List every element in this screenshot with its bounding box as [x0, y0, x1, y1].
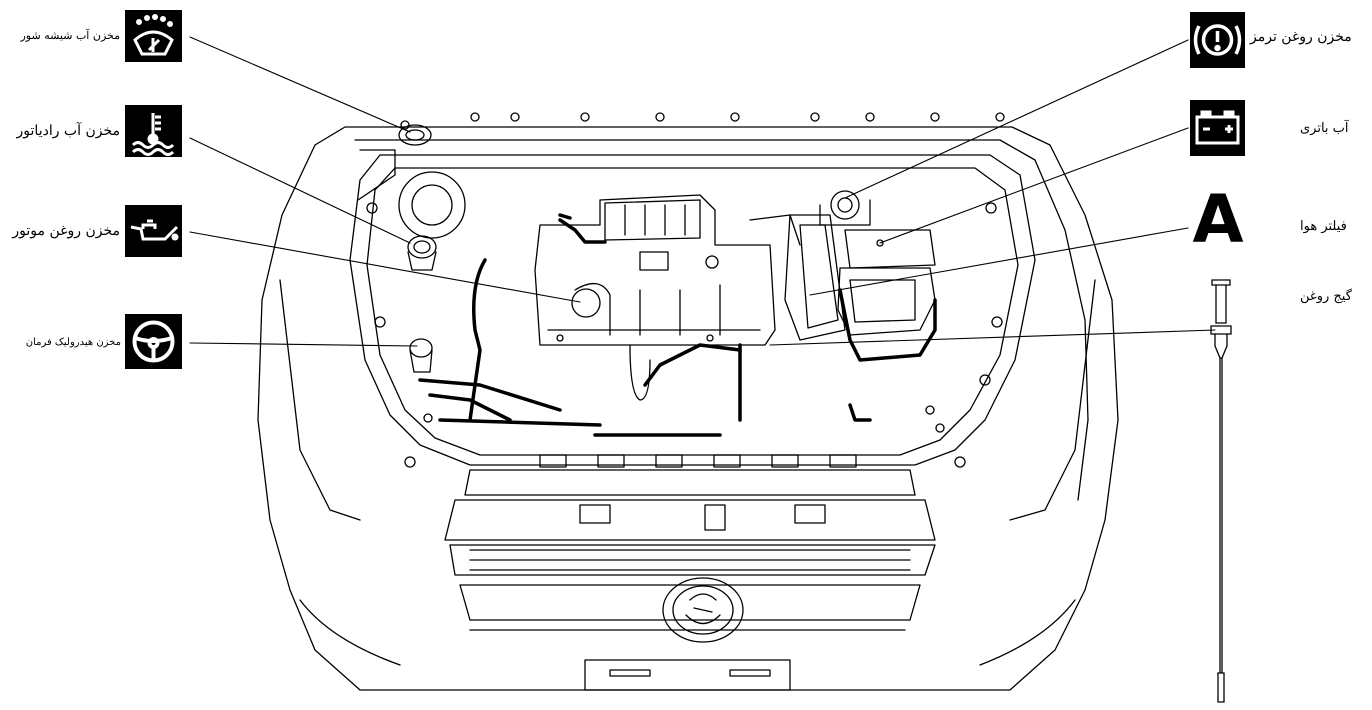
steering-wheel-icon — [125, 314, 182, 369]
car-body-outline — [257, 126, 1119, 691]
power-steering-reservoir-label: مخزن هیدرولیک فرمان — [25, 337, 121, 348]
frame-holes — [366, 112, 1005, 468]
washer-reservoir-cap — [398, 124, 432, 146]
dipstick-icon — [1206, 278, 1236, 706]
coolant-temperature-icon — [125, 105, 182, 157]
hoses — [418, 213, 937, 437]
radiator-reservoir-label: مخزن آب رادیاتور — [16, 123, 120, 139]
engine-bay-frame — [349, 112, 1036, 468]
radiator-reservoir-cap — [407, 235, 437, 271]
leader-lines — [189, 36, 1216, 347]
windshield-washer-icon — [125, 10, 182, 62]
front-grille — [444, 454, 936, 691]
brake-fluid-reservoir-label: مخزن روغن ترمز — [1250, 29, 1352, 45]
steering-reservoir-cap — [409, 338, 433, 373]
oil-can-icon — [125, 205, 182, 257]
engine-oil-reservoir-label: مخزن روغن موتور — [12, 223, 120, 239]
battery-body — [844, 229, 936, 269]
battery-water-label: آب باتری — [1300, 121, 1349, 136]
air-filter-box — [784, 214, 936, 341]
brake-reservoir — [819, 190, 871, 226]
air-filter-label: فیلتر هوا — [1300, 219, 1347, 234]
washer-reservoir-label: مخزن آب شیشه شور — [20, 29, 121, 42]
letter-a-icon: A — [1192, 181, 1244, 258]
oil-dipstick-label: گیج روغن — [1300, 289, 1352, 304]
battery-icon — [1190, 100, 1245, 156]
brake-warning-icon — [1190, 12, 1245, 68]
left-strut-tower — [398, 171, 466, 239]
engine-cover — [534, 194, 801, 401]
